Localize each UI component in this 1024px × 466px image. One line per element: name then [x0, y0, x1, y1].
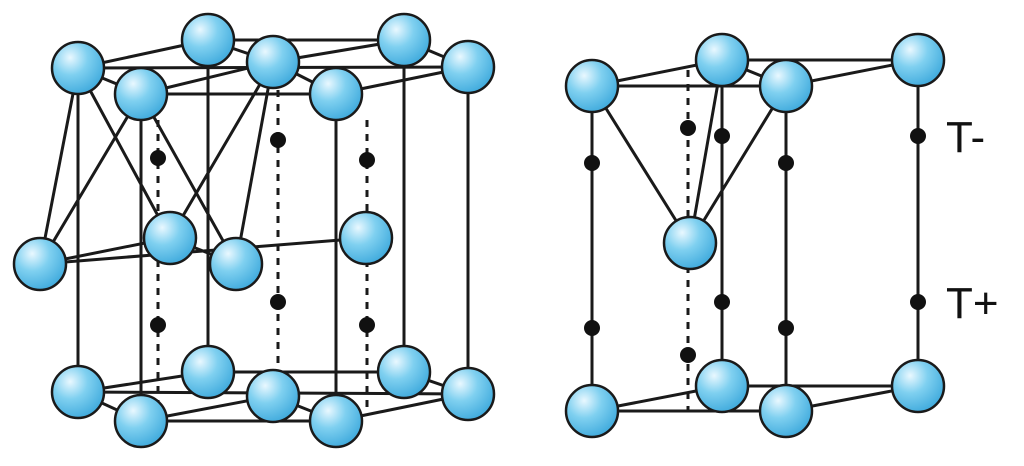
t-minus-label: T- — [946, 113, 985, 162]
detail-tetrahedral-sites — [584, 120, 926, 363]
atom — [564, 383, 620, 439]
hcp-atoms — [12, 12, 496, 449]
atom — [208, 236, 264, 292]
atom — [758, 383, 814, 439]
atom — [564, 58, 620, 114]
tetrahedral-site-t-plus — [910, 294, 926, 310]
tetrahedral-site — [680, 120, 696, 136]
t-plus-label: T+ — [946, 279, 999, 328]
tetrahedral-site — [778, 155, 794, 171]
atom — [180, 344, 236, 400]
tetrahedral-site — [584, 320, 600, 336]
detail-bonds — [590, 58, 920, 413]
atom — [338, 210, 394, 266]
atom — [694, 358, 750, 414]
atom — [890, 32, 946, 88]
tetrahedral-site — [680, 347, 696, 363]
atom — [308, 393, 364, 449]
tetrahedral-site-detail: T- T+ — [564, 32, 999, 439]
atom — [758, 58, 814, 114]
atom — [440, 366, 496, 422]
atom — [308, 66, 364, 122]
atom — [376, 344, 432, 400]
atom — [245, 368, 301, 424]
atom — [890, 358, 946, 414]
atom — [50, 364, 106, 420]
hcp-tetrahedral-sites — [150, 132, 375, 333]
atom — [142, 210, 198, 266]
atom — [440, 39, 496, 95]
tetrahedral-site — [778, 320, 794, 336]
atom — [12, 236, 68, 292]
tetrahedral-site — [150, 150, 166, 166]
tetrahedral-site — [270, 294, 286, 310]
hcp-unit-cell — [12, 12, 496, 449]
atom — [245, 34, 301, 90]
atom — [376, 12, 432, 68]
atom — [662, 215, 718, 271]
atom — [113, 393, 169, 449]
tetrahedral-site — [150, 317, 166, 333]
tetrahedral-site — [714, 128, 730, 144]
tetrahedral-site-t-minus — [910, 128, 926, 144]
tetrahedral-site — [359, 317, 375, 333]
tetrahedral-site — [584, 155, 600, 171]
atom — [113, 66, 169, 122]
tetrahedral-site — [270, 132, 286, 148]
atom — [50, 40, 106, 96]
atom — [180, 12, 236, 68]
detail-atoms — [564, 32, 946, 439]
tetrahedral-site — [714, 294, 730, 310]
atom — [694, 32, 750, 88]
tetrahedral-site — [359, 152, 375, 168]
